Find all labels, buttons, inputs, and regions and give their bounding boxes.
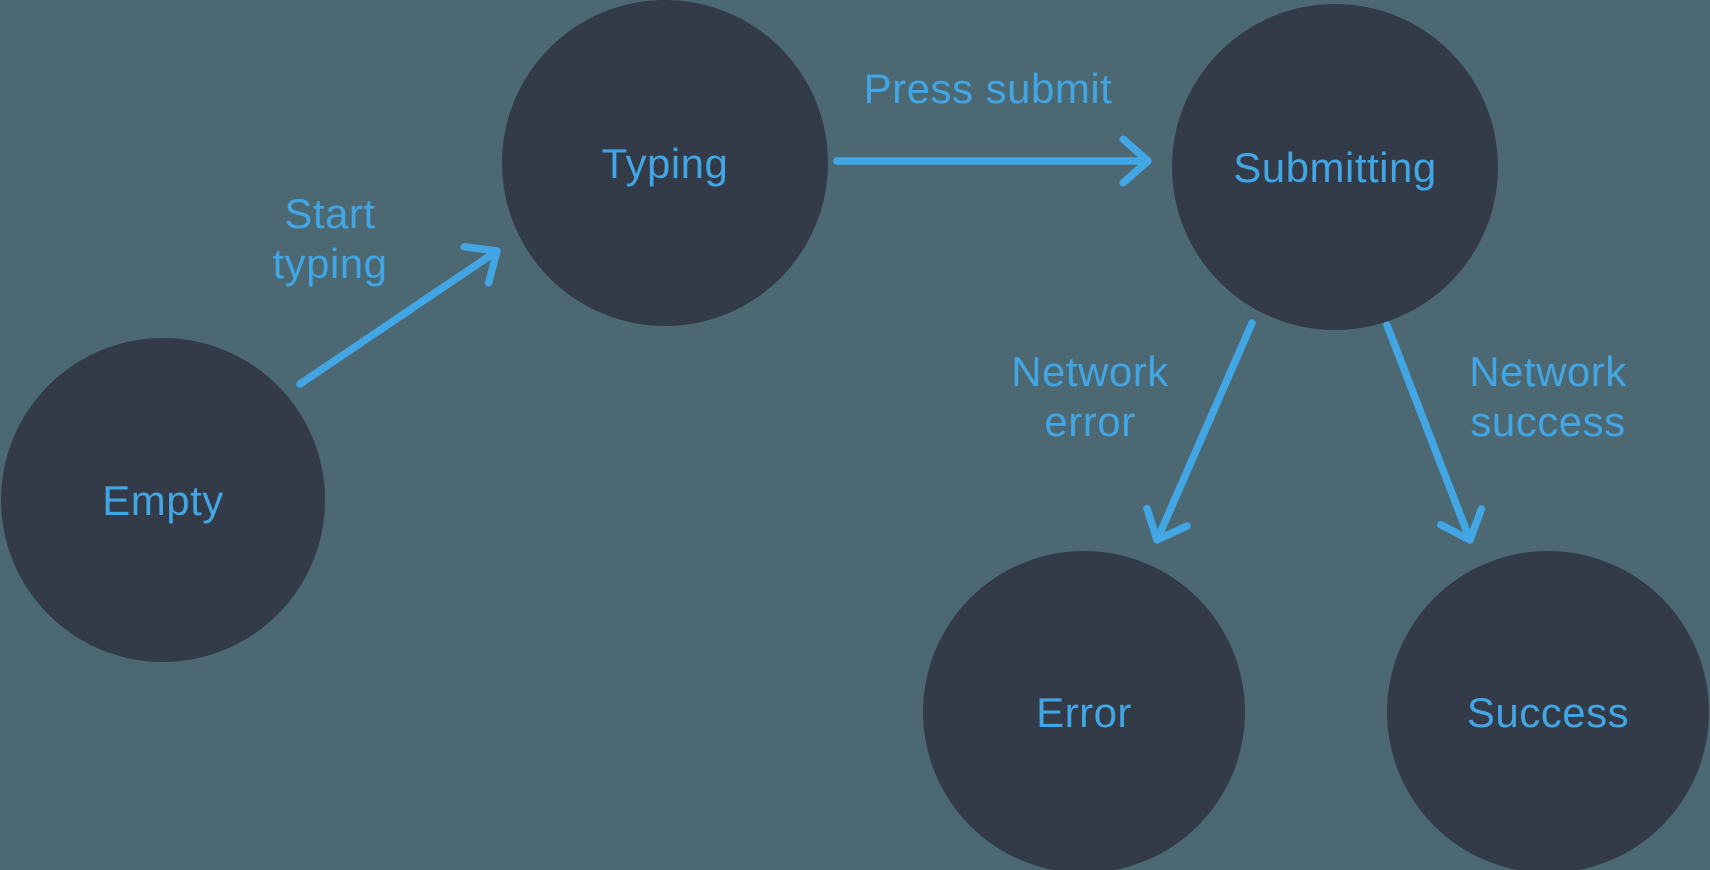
state-submitting: Submitting — [1172, 4, 1498, 330]
state-label-submitting: Submitting — [1233, 144, 1436, 191]
state-label-error: Error — [1036, 689, 1132, 736]
transition-network-success-line — [1383, 321, 1472, 540]
arrowhead-icon — [1119, 135, 1152, 187]
state-node-submitting — [1172, 4, 1498, 330]
transition-label-press-submit: Press submit — [864, 65, 1113, 112]
arrowhead-icon — [460, 243, 501, 287]
arrowhead-icon — [1437, 505, 1486, 544]
state-node-error — [923, 551, 1245, 870]
transition-start-typing-line — [296, 250, 497, 388]
state-node-empty — [1, 338, 325, 662]
state-error: Error — [923, 551, 1245, 870]
state-node-typing — [502, 0, 828, 326]
state-empty: Empty — [1, 338, 325, 662]
state-success: Success — [1387, 551, 1709, 870]
state-label-typing: Typing — [602, 140, 729, 187]
transition-press-submit: Press submit — [833, 65, 1152, 187]
arrowhead-icon — [1143, 504, 1191, 544]
transition-network-error-line — [1155, 319, 1256, 540]
state-label-empty: Empty — [102, 477, 224, 524]
state-label-success: Success — [1467, 689, 1629, 736]
state-node-success — [1387, 551, 1709, 870]
state-typing: Typing — [502, 0, 828, 326]
